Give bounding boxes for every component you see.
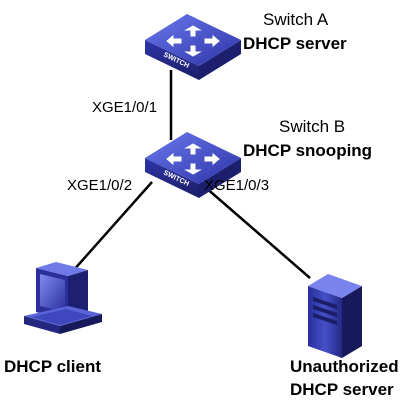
switch-a-side [145,40,199,80]
pc-base-side [60,314,102,334]
monitor-screen-icon [40,274,65,312]
unauthorized-server[interactable] [308,274,362,358]
switch-b-front [199,158,241,198]
switch-b-side [145,158,199,198]
switch-arrows-icon [166,25,220,57]
switch-a[interactable]: SWITCH [145,14,241,80]
port-label-xge1-0-2: XGE1/0/2 [67,177,132,194]
port-label-xge1-0-3: XGE1/0/3 [204,177,269,194]
switch-b-top [145,132,241,184]
dhcp-client-pc[interactable] [24,262,102,334]
link-b-to-client [71,181,153,273]
drive-bays-icon [313,297,337,325]
switch-a-top [145,14,241,66]
dhcp-client-label: DHCP client [4,357,101,376]
tower-side [342,286,362,358]
unauthorized-server-label-line2: DHCP server [290,380,394,399]
switch-b-role: DHCP snooping [243,141,372,160]
unauthorized-server-label-line1: Unauthorized [290,357,399,376]
switch-a-role: DHCP server [243,34,347,53]
links [71,70,311,279]
switch-b-name: Switch B [279,117,345,136]
switch-b[interactable]: SWITCH [145,132,241,198]
switch-arrows-icon [166,143,220,175]
switch-a-front [199,40,241,80]
port-label-xge1-0-1: XGE1/0/1 [92,99,157,116]
keyboard-icon [32,309,92,325]
monitor-top [36,262,88,276]
switch-a-name: Switch A [263,10,329,29]
tower-top [308,274,362,298]
link-b-to-rogue-server [196,179,311,279]
pc-base-front [24,316,60,334]
